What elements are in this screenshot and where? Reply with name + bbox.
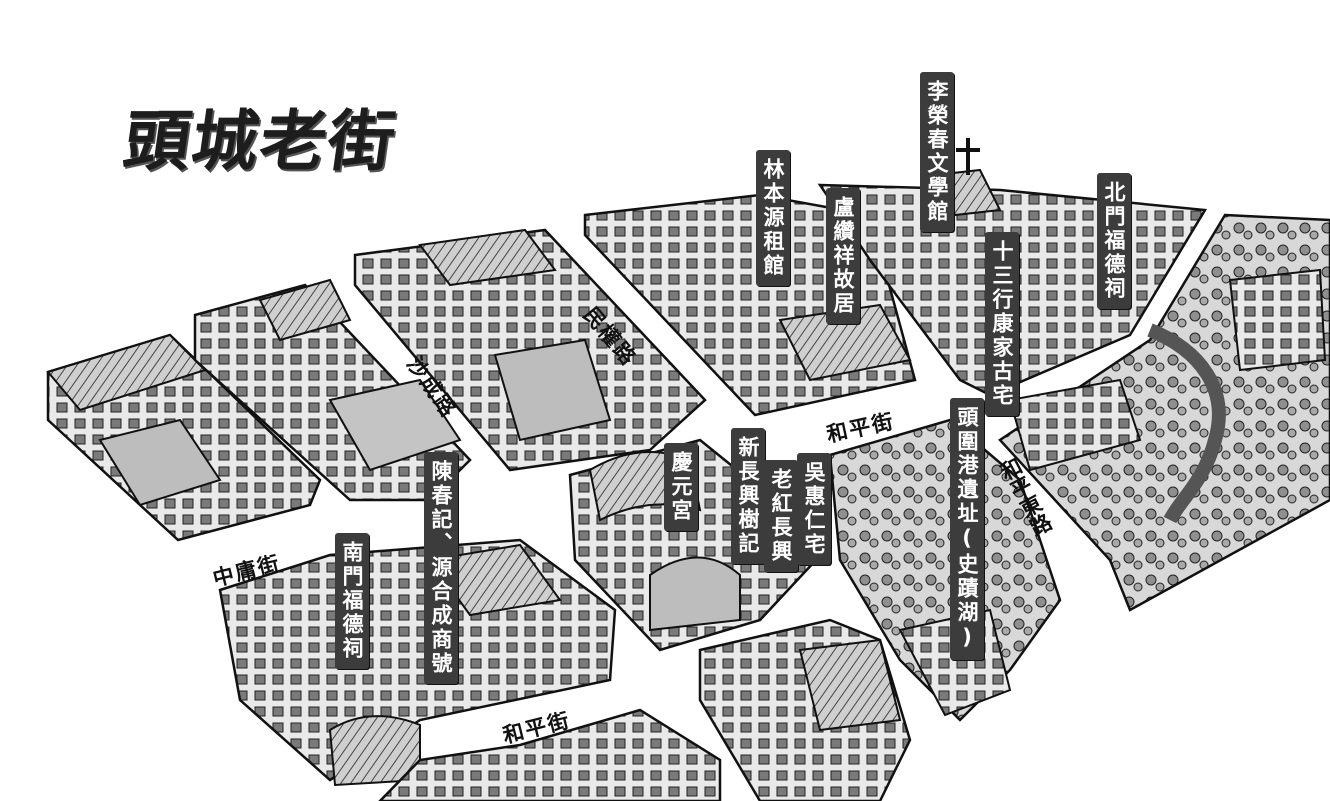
building-block — [378, 708, 722, 801]
landmark-lu-zuxiang-residence[interactable]: 盧纘祥故居 — [826, 188, 860, 324]
landmark-lao-hong-changxing[interactable]: 老紅長興 — [764, 460, 798, 572]
landmark-chen-chunji-shop[interactable]: 陳春記、源合成商號 — [424, 452, 458, 684]
landmark-xin-changxing-shuji[interactable]: 新長興樹記 — [731, 428, 765, 564]
building-block — [193, 278, 472, 502]
map-title: 頭城老街 — [118, 102, 402, 180]
landmark-qingyuan-temple[interactable]: 慶元宮 — [664, 443, 698, 531]
building-block — [353, 228, 707, 472]
landmark-wu-huiren-house[interactable]: 吳惠仁宅 — [797, 453, 831, 565]
landmark-li-rongchun-literary-hall[interactable]: 李榮春文學館 — [920, 72, 954, 232]
landmark-lin-benyuan-rent-hall[interactable]: 林本源租館 — [756, 150, 790, 286]
building-block — [46, 333, 322, 542]
landmark-north-gate-shrine[interactable]: 北門福德祠 — [1097, 173, 1131, 309]
landmark-toucheng-harbor-site[interactable]: 頭圍港遺址(史蹟湖) — [950, 398, 984, 660]
landmark-shisanhang-kang-house[interactable]: 十三行康家古宅 — [985, 232, 1019, 416]
building-block — [998, 213, 1330, 612]
building-block — [218, 538, 617, 787]
building-block — [698, 618, 912, 801]
landmark-south-gate-shrine[interactable]: 南門福德祠 — [335, 533, 369, 669]
